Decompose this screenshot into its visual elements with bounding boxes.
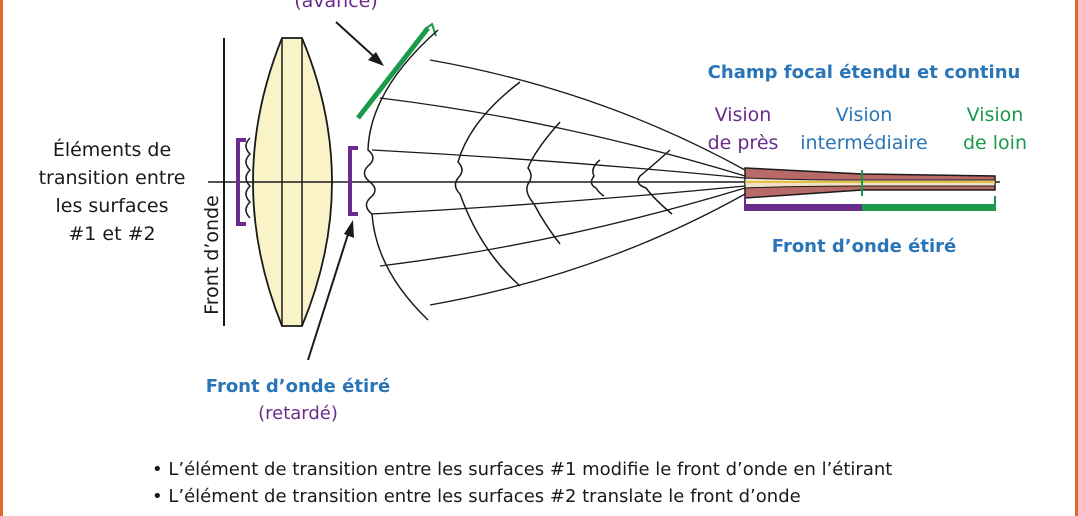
- bracket-surface-1: [236, 138, 246, 226]
- delayed-label: (retardé): [258, 403, 338, 424]
- transition-elements-label: Éléments de transition entre les surface…: [38, 139, 186, 245]
- arrow-advanced: [335, 21, 381, 63]
- stretched-wavefront-right-label: Front d’onde étiré: [771, 236, 957, 257]
- wavefront-axis-label: Front d’onde: [201, 195, 223, 315]
- near-vision-label-1: Vision: [714, 104, 772, 126]
- near-range-bar: [745, 204, 862, 211]
- green-advanced-segment: [356, 26, 430, 120]
- notes-list: • L’élément de transition entre les surf…: [152, 456, 892, 510]
- bracket-surface-2: [348, 146, 358, 216]
- far-vision-label-2: de loin: [962, 132, 1028, 154]
- mid-vision-label-2: intermédiaire: [800, 132, 928, 154]
- arrow-advanced-head: [368, 52, 384, 66]
- note-item: • L’élément de transition entre les surf…: [152, 486, 801, 507]
- wavefronts: [363, 29, 673, 321]
- near-vision-label-2: de près: [707, 132, 779, 154]
- arrow-delayed-head: [344, 220, 354, 238]
- focal-field-title: Champ focal étendu et continu: [707, 62, 1021, 83]
- focal-beam: [744, 167, 996, 199]
- rays: [371, 59, 746, 306]
- note-item: • L’élément de transition entre les surf…: [152, 459, 893, 480]
- lens-transition-bumps: [245, 137, 252, 219]
- far-range-bar: [862, 204, 995, 211]
- far-vision-label-1: Vision: [966, 104, 1024, 126]
- mid-vision-label-1: Vision: [835, 104, 893, 126]
- stretched-wavefront-bottom-label: Front d’onde étiré: [205, 376, 391, 397]
- top-fragment-label: (avancé): [294, 0, 378, 12]
- arrow-delayed: [307, 227, 351, 361]
